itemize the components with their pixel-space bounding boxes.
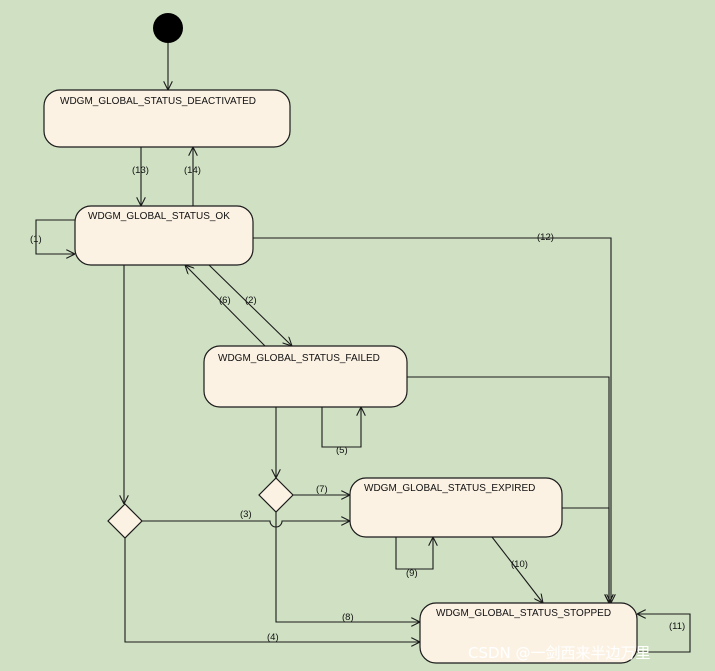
edge-label-12: (12) — [537, 232, 554, 243]
edge-3 — [142, 521, 350, 528]
watermark-text: CSDN @一剑西来半边万里 — [468, 644, 651, 662]
initial-state-dot — [153, 13, 183, 43]
edge-9 — [395, 537, 433, 570]
edge-label-7: (7) — [316, 484, 328, 495]
edge-6 — [185, 265, 266, 347]
state-expired: WDGM_GLOBAL_STATUS_EXPIRED — [349, 477, 563, 538]
state-stopped-label: WDGM_GLOBAL_STATUS_STOPPED — [436, 608, 611, 619]
edge-5 — [321, 407, 361, 448]
state-ok: WDGM_GLOBAL_STATUS_OK — [74, 205, 254, 266]
edge-label-9: (9) — [406, 568, 418, 579]
state-expired-label: WDGM_GLOBAL_STATUS_EXPIRED — [364, 483, 535, 494]
state-failed-label: WDGM_GLOBAL_STATUS_FAILED — [218, 353, 380, 364]
state-failed: WDGM_GLOBAL_STATUS_FAILED — [203, 345, 408, 408]
state-stopped: WDGM_GLOBAL_STATUS_STOPPED — [419, 602, 638, 664]
edge-label-11: (11) — [669, 621, 685, 632]
state-ok-label: WDGM_GLOBAL_STATUS_OK — [88, 211, 230, 222]
state-deactivated: WDGM_GLOBAL_STATUS_DEACTIVATED — [43, 89, 291, 148]
edge-label-4: (4) — [267, 632, 279, 643]
edge-1 — [35, 219, 75, 254]
edge-8 — [275, 512, 420, 622]
edge-label-5: (5) — [336, 445, 348, 456]
edge-label-8: (8) — [342, 612, 354, 623]
edge-2 — [208, 264, 292, 346]
edge-10 — [491, 536, 543, 603]
choice-diamond-right — [258, 477, 294, 513]
edge-label-10: (10) — [511, 559, 528, 570]
state-deactivated-label: WDGM_GLOBAL_STATUS_DEACTIVATED — [60, 96, 256, 107]
edge-label-2: (2) — [245, 295, 257, 306]
edge-label-13: (13) — [132, 165, 149, 176]
choice-diamond-left — [107, 503, 143, 539]
edge-label-6: (6) — [219, 295, 231, 306]
edge-label-3: (3) — [240, 509, 252, 520]
edge-12 — [253, 237, 611, 603]
edge-label-14: (14) — [184, 165, 201, 176]
edge-label-1: (1) — [30, 234, 42, 245]
edge-4 — [124, 538, 420, 642]
edge-11 — [637, 614, 691, 653]
edge-expired-stopped — [562, 507, 609, 603]
